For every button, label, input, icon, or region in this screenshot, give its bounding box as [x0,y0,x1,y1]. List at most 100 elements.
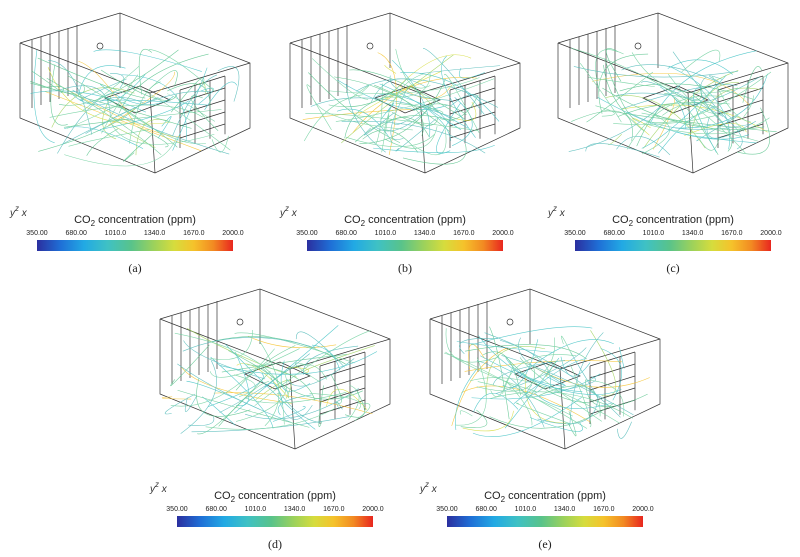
streamline [345,134,435,147]
colorbar-tick-label: 680.00 [205,506,227,513]
streamline [349,85,370,100]
streamline [641,74,727,149]
streamline [604,58,639,122]
streamline [110,73,125,89]
streamline [99,100,190,130]
desk [514,361,581,390]
streamline [148,49,215,92]
diffuser [366,42,374,50]
colorbar [575,240,771,251]
streamline [473,393,519,413]
colorbar-title: CO2 concentration (ppm) [344,214,466,229]
streamline [439,94,479,121]
streamline [516,402,571,425]
streamline [359,78,446,145]
streamline-scene [289,12,521,174]
streamline [476,365,535,392]
streamline [167,83,211,109]
streamline [598,53,649,114]
streamline [51,87,135,128]
streamline [429,109,462,130]
streamline [111,124,156,148]
streamline [468,344,485,370]
streamline [525,373,566,424]
streamline [502,354,577,395]
streamline [295,331,345,368]
streamline [181,366,292,404]
streamline [101,119,136,126]
streamline [190,95,219,132]
colorbar-tick-label: 1340.0 [681,230,704,237]
room-outline [557,12,789,174]
streamline [197,370,271,435]
streamline [82,65,140,111]
streamline [478,335,583,392]
colorbar-tick-label: 1010.0 [642,230,665,237]
streamlines [161,325,378,435]
streamlines [302,47,501,165]
room-outline [19,12,251,174]
streamline [312,344,341,371]
streamline [245,388,359,420]
streamlines [568,47,777,158]
streamlines [443,326,650,439]
streamline [395,102,444,115]
shelf [449,123,496,139]
streamline [383,73,424,134]
shelf [319,363,366,379]
colorbar-title: CO2 concentration (ppm) [74,214,196,229]
streamline [652,97,675,150]
streamline [627,111,754,130]
streamline [647,77,702,101]
streamline [636,104,673,147]
streamlines [30,48,240,167]
streamline [198,87,214,105]
streamline [172,74,218,137]
streamline [525,384,547,398]
streamline [501,355,634,416]
streamline [56,85,111,117]
streamline [631,52,739,94]
streamline [505,380,533,426]
streamline [571,47,746,154]
streamline [336,401,343,410]
streamline [603,64,645,132]
colorbar-tick-label: 1670.0 [453,230,475,237]
streamline-scene [19,12,251,174]
desk [374,85,441,114]
desk [642,85,709,114]
streamline [72,89,230,155]
streamline [619,83,755,100]
streamline [570,365,592,428]
streamline [700,76,731,131]
colorbar-tick-label: 2000.0 [760,230,782,237]
colorbar [307,240,503,251]
streamline [355,78,499,108]
streamline [667,59,733,75]
colorbar-tick-label: 1010.0 [514,506,537,513]
streamline [344,94,399,139]
streamline [33,49,55,144]
streamline [264,382,283,405]
streamline [675,73,768,129]
shelf [319,399,366,415]
streamline [63,109,222,128]
streamline [337,79,448,110]
streamline [109,119,215,145]
streamline [309,393,361,410]
shelf [589,351,636,367]
streamline-scene [557,12,789,174]
streamline [462,410,514,432]
diffuser [634,42,642,50]
streamline [170,77,205,113]
colorbar-tick-label: 680.00 [475,506,497,513]
panel-label: (b) [398,261,412,275]
streamline [626,95,724,150]
streamline [217,66,240,102]
streamline [389,75,451,101]
streamline [436,102,461,154]
